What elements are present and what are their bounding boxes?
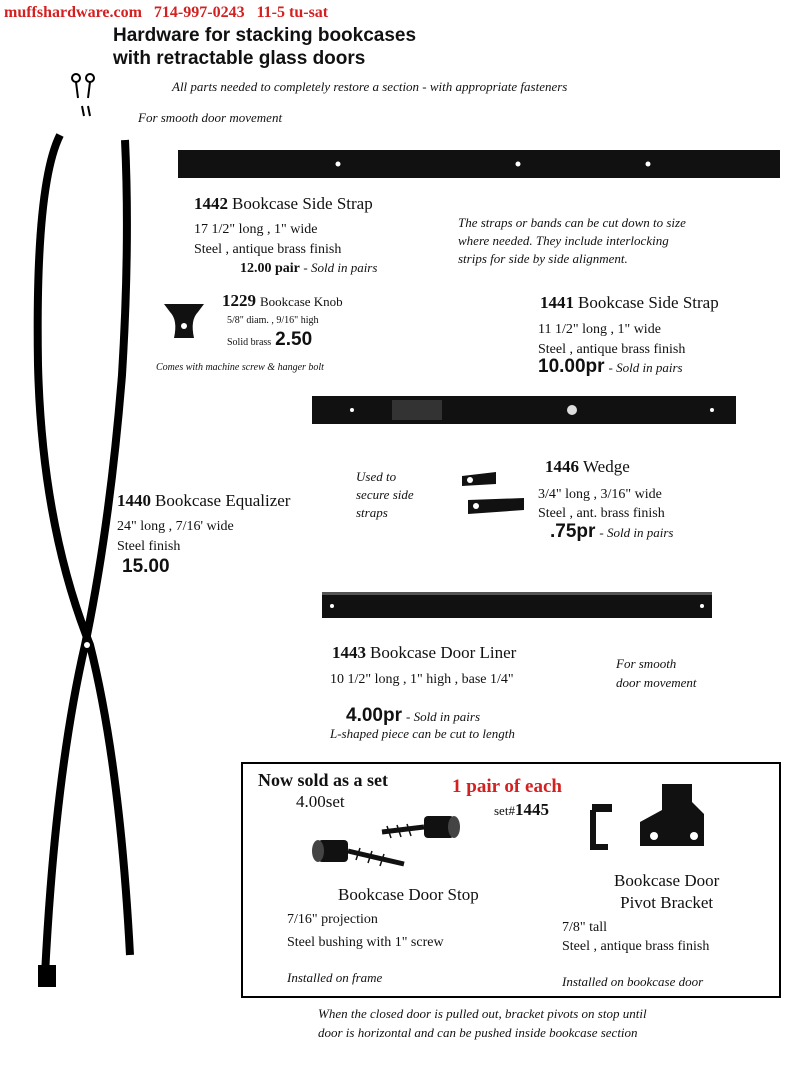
- page-subtitle: All parts needed to completely restore a…: [172, 79, 568, 94]
- pivot-bracket-height: 7/8" tall: [562, 920, 607, 935]
- set-number-label: set#1445: [494, 800, 549, 820]
- equalizer-illustration: [33, 133, 134, 987]
- pivot-bracket-icon: [590, 784, 704, 850]
- pivot-bracket-finish: Steel , antique brass finish: [562, 939, 710, 954]
- product-1443-price-row: 4.00pr - Sold in pairs: [346, 705, 480, 727]
- sold-in-pairs-note: - Sold in pairs: [608, 360, 683, 375]
- set-1445-box: [241, 762, 781, 998]
- set-sold-as: Now sold as a set: [258, 770, 389, 790]
- product-1441-price-row: 10.00pr - Sold in pairs: [538, 356, 683, 378]
- desc-line: where needed. They include interlocking: [458, 233, 669, 248]
- product-number: 1442: [194, 194, 228, 213]
- pivot-bracket-name: Bookcase Door Pivot Bracket: [614, 870, 719, 914]
- product-1446-finish: Steel , ant. brass finish: [538, 506, 665, 521]
- footer-note: When the closed door is pulled out, brac…: [318, 1004, 647, 1042]
- product-1443-price: 4.00pr: [346, 705, 402, 726]
- set-label: set#: [494, 803, 515, 818]
- product-1442-description: The straps or bands can be cut down to s…: [458, 214, 686, 268]
- set-pair-note: 1 pair of each: [452, 776, 562, 797]
- page-title-line1: Hardware for stacking bookcases: [113, 25, 417, 46]
- product-name: Bookcase Side Strap: [578, 293, 719, 312]
- product-number: 1446: [545, 457, 579, 476]
- page-title-line2: with retractable glass doors: [113, 48, 366, 69]
- bookcase-knob-icon: [164, 304, 204, 338]
- product-name: Bookcase Side Strap: [232, 194, 373, 213]
- hanger-hook-icon: [71, 73, 95, 117]
- product-1443-smooth-note: For smooth door movement: [616, 654, 697, 692]
- product-1440-heading: 1440 Bookcase Equalizer: [117, 491, 290, 511]
- site-link[interactable]: muffshardware.com: [4, 4, 142, 21]
- footer-line: door is horizontal and can be pushed ins…: [318, 1025, 638, 1040]
- product-1443-dims: 10 1/2" long , 1" high , base 1/4": [330, 672, 514, 687]
- set-number: 1445: [514, 800, 549, 819]
- product-1442-dims: 17 1/2" long , 1" wide: [194, 222, 318, 237]
- product-1446-price: .75pr: [550, 521, 596, 542]
- door-stop-icon: [312, 816, 460, 867]
- product-1441-dims: 11 1/2" long , 1" wide: [538, 322, 661, 337]
- desc-line: The straps or bands can be cut down to s…: [458, 215, 686, 230]
- bracket-name-line: Pivot Bracket: [620, 893, 714, 912]
- product-1442-finish: Steel , antique brass finish: [194, 242, 342, 257]
- product-1440-price: 15.00: [122, 556, 170, 577]
- product-1446-heading: 1446 Wedge: [545, 457, 630, 477]
- smooth-line: door movement: [616, 675, 697, 690]
- product-1446-dims: 3/4" long , 3/16" wide: [538, 487, 662, 502]
- product-name: Wedge: [583, 457, 630, 476]
- product-name: Bookcase Knob: [260, 294, 343, 309]
- set-price: 4.00set: [296, 792, 345, 811]
- store-hours: 11-5 tu-sat: [256, 4, 329, 21]
- door-liner-illustration: [322, 592, 712, 618]
- product-1442-price: 12.00 pair: [240, 261, 300, 276]
- smooth-line: For smooth: [616, 656, 677, 671]
- product-1441-price: 10.00pr: [538, 356, 605, 377]
- usage-line: secure side: [356, 487, 414, 502]
- product-number: 1443: [332, 643, 366, 662]
- footer-line: When the closed door is pulled out, brac…: [318, 1006, 647, 1021]
- product-1446-price-row: .75pr - Sold in pairs: [550, 521, 673, 543]
- usage-line: straps: [356, 505, 388, 520]
- product-number: 1441: [540, 293, 574, 312]
- product-1442-heading: 1442 Bookcase Side Strap: [194, 194, 373, 214]
- product-1443-description: L-shaped piece can be cut to length: [330, 726, 515, 741]
- wedge-icon: [462, 472, 524, 514]
- side-strap-1441-illustration: [312, 396, 736, 424]
- header-contact: muffshardware.com 714-997-0243 11-5 tu-s…: [4, 4, 328, 22]
- product-1442-price-row: 12.00 pair - Sold in pairs: [240, 260, 377, 277]
- sold-in-pairs-note: - Sold in pairs: [303, 260, 378, 275]
- product-1229-note: Comes with machine screw & hanger bolt: [156, 362, 324, 373]
- door-stop-install: Installed on frame: [287, 970, 383, 985]
- product-name: Bookcase Door Liner: [370, 643, 517, 662]
- sold-in-pairs-note: - Sold in pairs: [599, 525, 674, 540]
- product-1441-heading: 1441 Bookcase Side Strap: [540, 293, 719, 313]
- product-1229-price-row: Solid brass 2.50: [227, 329, 312, 351]
- smooth-note: For smooth door movement: [138, 110, 283, 125]
- product-1229-heading: 1229 Bookcase Knob: [222, 291, 343, 311]
- product-1229-material: Solid brass: [227, 337, 272, 348]
- door-stop-name: Bookcase Door Stop: [338, 885, 479, 904]
- product-1440-finish: Steel finish: [117, 539, 181, 554]
- product-number: 1440: [117, 491, 151, 510]
- product-number: 1229: [222, 291, 256, 310]
- desc-line: strips for side by side alignment.: [458, 251, 628, 266]
- product-1440-dims: 24" long , 7/16' wide: [117, 519, 234, 534]
- product-1229-price: 2.50: [275, 329, 313, 350]
- side-strap-1442-illustration: [178, 150, 780, 178]
- product-1446-usage: Used to secure side straps: [356, 468, 414, 522]
- phone-number: 714-997-0243: [153, 4, 245, 21]
- product-name: Bookcase Equalizer: [155, 491, 291, 510]
- product-1441-finish: Steel , antique brass finish: [538, 342, 686, 357]
- pivot-bracket-install: Installed on bookcase door: [562, 974, 704, 989]
- sold-in-pairs-note: - Sold in pairs: [405, 709, 481, 724]
- bracket-name-line: Bookcase Door: [614, 871, 720, 890]
- product-1229-dims: 5/8" diam. , 9/16" high: [227, 315, 319, 326]
- product-1443-heading: 1443 Bookcase Door Liner: [332, 643, 516, 663]
- usage-line: Used to: [356, 469, 397, 484]
- door-stop-projection: 7/16" projection: [287, 912, 378, 927]
- door-stop-bushing: Steel bushing with 1" screw: [287, 935, 444, 950]
